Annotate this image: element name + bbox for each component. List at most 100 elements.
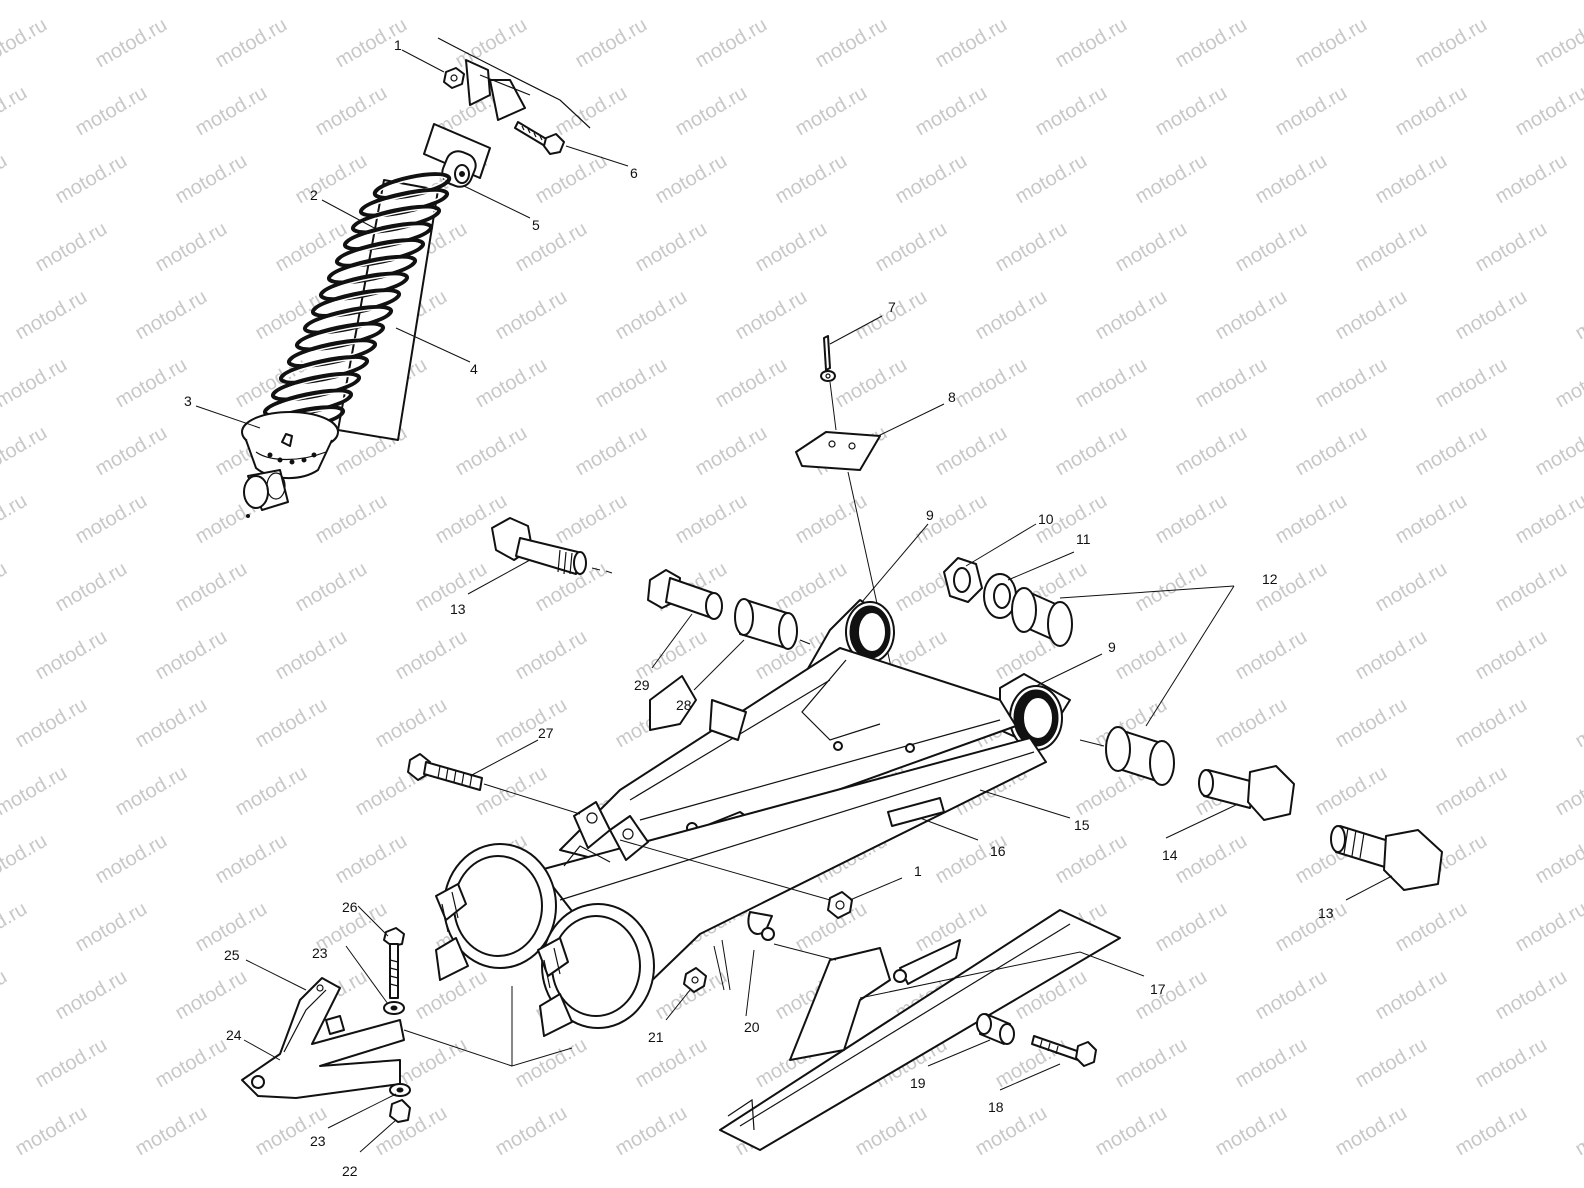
- watermark-text: motod.ru: [552, 490, 631, 549]
- watermark-text: motod.ru: [0, 150, 11, 209]
- watermark-text: motod.ru: [92, 422, 171, 481]
- watermark-text: motod.ru: [1132, 558, 1211, 617]
- cotter-pin-7: [820, 335, 836, 382]
- callout-23-lower: 23: [310, 1133, 326, 1149]
- spacer-19: [976, 1013, 1015, 1045]
- bolt-26: [383, 927, 405, 999]
- axle-housing-left: [435, 843, 557, 981]
- watermark-text: motod.ru: [692, 422, 771, 481]
- watermark-text: motod.ru: [172, 966, 251, 1025]
- watermark-text: motod.ru: [0, 490, 31, 549]
- callout-23-upper: 23: [312, 945, 328, 961]
- watermark-text: motod.ru: [1272, 490, 1351, 549]
- watermark-text: motod.ru: [1332, 694, 1411, 753]
- watermark-text: motod.ru: [892, 150, 971, 209]
- watermark-text: motod.ru: [152, 626, 231, 685]
- watermark-text: motod.ru: [1572, 286, 1584, 345]
- watermark-text: motod.ru: [612, 1102, 691, 1161]
- watermark-text: motod.ru: [0, 354, 71, 413]
- watermark-text: motod.ru: [312, 490, 391, 549]
- watermark-text: motod.ru: [1452, 1102, 1531, 1161]
- watermark-text: motod.ru: [212, 14, 291, 73]
- watermark-text: motod.ru: [472, 0, 551, 4]
- watermark-text: motod.ru: [132, 286, 211, 345]
- watermark-text: motod.ru: [1432, 762, 1511, 821]
- callout-8: 8: [948, 389, 956, 405]
- watermark-text: motod.ru: [1352, 1034, 1431, 1093]
- watermark-text: motod.ru: [1352, 626, 1431, 685]
- watermark-text: motod.ru: [1552, 0, 1584, 4]
- watermark-text: motod.ru: [1272, 82, 1351, 141]
- watermark-text: motod.ru: [1512, 898, 1584, 957]
- watermark-text: motod.ru: [672, 490, 751, 549]
- watermark-text: motod.ru: [1232, 1034, 1311, 1093]
- watermark-text: motod.ru: [1372, 966, 1451, 1025]
- clip-20: [747, 911, 775, 941]
- callout-1-bottom: 1: [914, 863, 922, 879]
- watermark-text: motod.ru: [1372, 558, 1451, 617]
- watermark-text: motod.ru: [1012, 150, 1091, 209]
- watermark-text: motod.ru: [212, 830, 291, 889]
- callout-15: 15: [1074, 817, 1090, 833]
- watermark-text: motod.ru: [1312, 354, 1391, 413]
- callout-5: 5: [532, 217, 540, 233]
- watermark-text: motod.ru: [1252, 966, 1331, 1025]
- watermark-text: motod.ru: [292, 558, 371, 617]
- chain-guide-17: [719, 909, 1121, 1151]
- watermark-text: motod.ru: [152, 218, 231, 277]
- bracket-24-25: [241, 977, 405, 1099]
- watermark-text: motod.ru: [592, 354, 671, 413]
- watermark-text: motod.ru: [452, 422, 531, 481]
- watermark-text: motod.ru: [492, 1102, 571, 1161]
- callout-20: 20: [744, 1019, 760, 1035]
- watermark-text: motod.ru: [952, 0, 1031, 4]
- watermark-text: motod.ru: [632, 1034, 711, 1093]
- watermark-text: motod.ru: [1452, 286, 1531, 345]
- watermark-text: motod.ru: [1092, 286, 1171, 345]
- callout-4: 4: [470, 361, 478, 377]
- washer-11: [983, 573, 1017, 619]
- callout-18: 18: [988, 1099, 1004, 1115]
- watermark-text: motod.ru: [1212, 694, 1291, 753]
- nut-1-bottom: [827, 891, 853, 919]
- shock-mount-ears: [563, 801, 649, 867]
- watermark-text: motod.ru: [1072, 0, 1151, 4]
- callout-1-top: 1: [394, 37, 402, 53]
- watermark-text: motod.ru: [52, 150, 131, 209]
- watermark-text: motod.ru: [1512, 82, 1584, 141]
- pivot-bolt-13-right: [1330, 825, 1443, 891]
- shock-absorber: [241, 150, 477, 518]
- watermark-text: motod.ru: [1412, 422, 1491, 481]
- watermark-text: motod.ru: [1192, 0, 1271, 4]
- bushing-29: [647, 569, 723, 620]
- callout-labels: 1 2 3 4 5 6 7 8 9 9 10 11 12 13 13 14 15…: [184, 37, 1334, 1179]
- watermark-text: motod.ru: [1152, 82, 1231, 141]
- watermark-text: motod.ru: [1032, 82, 1111, 141]
- watermark-text: motod.ru: [1432, 0, 1511, 4]
- watermark-text: motod.ru: [1372, 150, 1451, 209]
- watermark-text: motod.ru: [952, 354, 1031, 413]
- watermark-text: motod.ru: [832, 354, 911, 413]
- watermark-text: motod.ru: [992, 218, 1071, 277]
- callout-24: 24: [226, 1027, 242, 1043]
- watermark-text: motod.ru: [1512, 490, 1584, 549]
- watermark-text: motod.ru: [1472, 218, 1551, 277]
- watermark-text: motod.ru: [1072, 354, 1151, 413]
- watermark-text: motod.ru: [32, 218, 111, 277]
- watermark-text: motod.ru: [1312, 0, 1391, 4]
- watermark-text: motod.ru: [872, 218, 951, 277]
- watermark-text: motod.ru: [592, 0, 671, 4]
- watermark-text: motod.ru: [492, 286, 571, 345]
- watermark-text: motod.ru: [0, 0, 71, 4]
- callout-17: 17: [1150, 981, 1166, 997]
- watermark-text: motod.ru: [72, 898, 151, 957]
- watermark-text: motod.ru: [1092, 1102, 1171, 1161]
- watermark-text: motod.ru: [312, 82, 391, 141]
- watermark-text: motod.ru: [0, 898, 31, 957]
- watermark-text: motod.ru: [1232, 626, 1311, 685]
- watermark-text: motod.ru: [912, 82, 991, 141]
- callout-26: 26: [342, 899, 358, 915]
- watermark-text: motod.ru: [652, 150, 731, 209]
- washer-23-lower: [389, 1083, 411, 1097]
